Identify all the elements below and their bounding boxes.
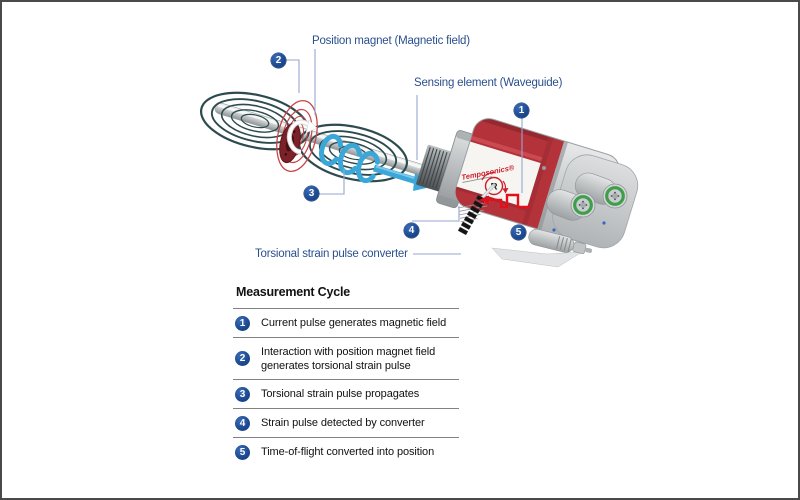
legend-badge-2: 2: [235, 351, 250, 366]
sensor-head: Temposonics® R: [416, 114, 639, 268]
legend-item-text: Interaction with position magnet field g…: [261, 345, 436, 372]
leader-lines: [279, 49, 523, 255]
legend-badge-4: 4: [235, 415, 250, 431]
label-converter: Torsional strain pulse converter: [255, 248, 408, 260]
legend-item-text: Time-of-flight converted into position: [261, 446, 435, 458]
legend-item-text: Torsional strain pulse propagates: [261, 388, 420, 400]
connector-b: [602, 183, 628, 209]
legend-row: 2 Interaction with position magnet field…: [233, 337, 459, 379]
label-position-magnet: Position magnet (Magnetic field): [312, 35, 470, 47]
diagram-badge-5: 5: [511, 225, 526, 240]
legend-item-text: Current pulse generates magnetic field: [261, 317, 447, 329]
torsion-arrow-icon: [286, 119, 318, 155]
strain-pulse-coil: [318, 133, 381, 184]
screw-icon: [552, 228, 556, 232]
measurement-cycle-legend: Measurement Cycle 1 Current pulse genera…: [233, 285, 459, 466]
diagram-badge-1: 1: [514, 103, 529, 118]
connector-a: [570, 192, 596, 218]
legend-row: 5 Time-of-flight converted into position: [233, 437, 459, 466]
legend-row: 4 Strain pulse detected by converter: [233, 408, 459, 437]
diagram-badge-3: 3: [304, 186, 319, 201]
legend-row: 1 Current pulse generates magnetic field: [233, 308, 459, 337]
legend-badge-1: 1: [235, 315, 250, 331]
legend-title: Measurement Cycle: [236, 285, 351, 299]
housing-bottom: [491, 247, 583, 268]
screw-icon: [542, 166, 546, 170]
label-sensing-element: Sensing element (Waveguide): [414, 77, 563, 89]
legend-row: 3 Torsional strain pulse propagates: [233, 379, 459, 408]
diagram-badge-2: 2: [271, 53, 286, 68]
legend-item-text: Strain pulse detected by converter: [261, 417, 425, 429]
legend-badge-3: 3: [235, 386, 250, 402]
pulse-waveform-icon: [479, 193, 530, 209]
connector-plug: [528, 228, 593, 255]
leader-line: [412, 206, 460, 222]
converter-coil: [457, 183, 496, 236]
legend-badge-5: 5: [235, 444, 250, 460]
leader-line: [312, 169, 345, 195]
screw-icon: [602, 221, 606, 225]
magnetic-field-lines-right: [297, 123, 409, 183]
diagram-badge-4: 4: [404, 223, 419, 238]
